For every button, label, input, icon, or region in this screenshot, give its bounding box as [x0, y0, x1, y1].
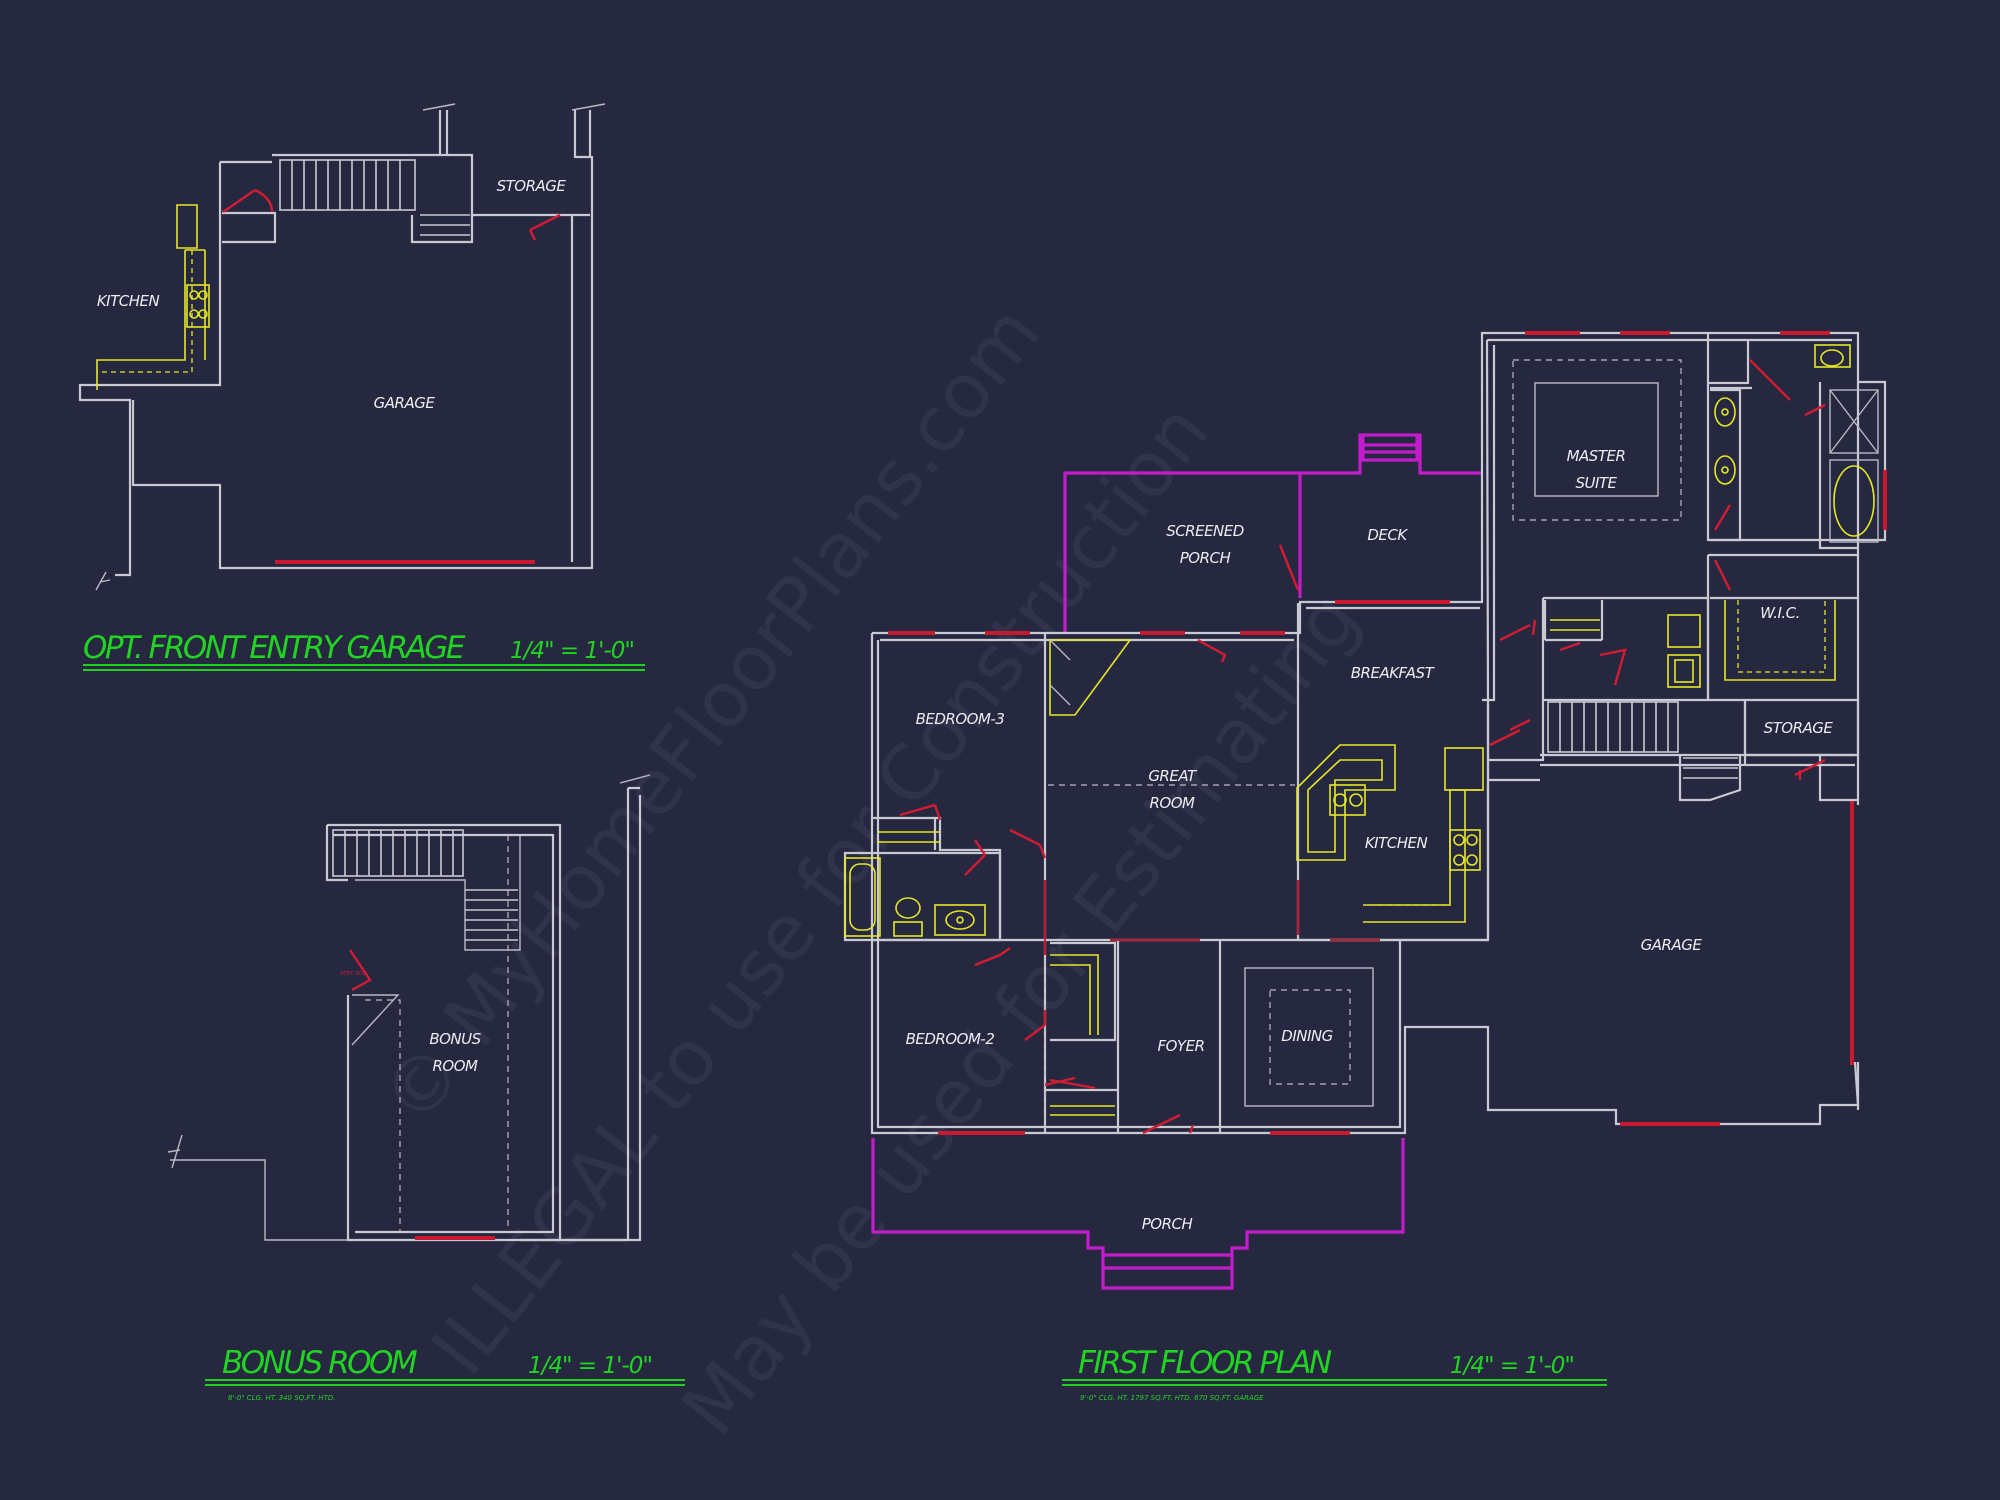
bonus-room-plan: ATTIC ACC. BONUS ROOM BONUS ROOM 1/4" = … [167, 774, 685, 1402]
garage-plan-title: OPT. FRONT ENTRY GARAGE [83, 630, 466, 666]
first-floor-scale: 1/4" = 1'-0" [1450, 1353, 1574, 1379]
first-floor-title: FIRST FLOOR PLAN [1078, 1345, 1332, 1381]
garage-first-floor-label: GARAGE [1641, 936, 1703, 954]
deck-label: DECK [1367, 526, 1408, 544]
first-floor-stairs [1547, 701, 1738, 779]
foyer-label: FOYER [1158, 1037, 1205, 1055]
watermark: © MyHomeFloorPlans.com ILLEGAL to use fo… [364, 289, 1376, 1451]
great-room-label-2: ROOM [1150, 794, 1196, 812]
breakfast-label: BREAKFAST [1351, 664, 1436, 682]
garage-stairs [279, 159, 470, 236]
garage-plan-scale: 1/4" = 1'-0" [510, 638, 634, 664]
kitchen-first-floor-label: KITCHEN [1365, 834, 1428, 852]
first-floor-plan: SCREENED PORCH DECK MASTER SUITE W.I.C. … [843, 331, 1887, 1402]
master-bath-fixtures [1710, 344, 1879, 543]
bonus-label-1: BONUS [429, 1030, 481, 1048]
first-floor-note: 9'-0" CLG. HT. 1797 SQ.FT. HTD. 670 SQ.F… [1080, 1394, 1264, 1402]
garage-option-plan: STORAGE KITCHEN GARAGE OPT. FRONT ENTRY … [78, 103, 645, 671]
kitchen-label: KITCHEN [97, 292, 160, 310]
hall-bath-fixtures [844, 831, 986, 937]
kitchen-fixtures [1296, 744, 1484, 923]
storage-label: STORAGE [497, 177, 567, 195]
bonus-plan-title: BONUS ROOM [222, 1345, 417, 1381]
wic-label: W.I.C. [1760, 604, 1800, 622]
bonus-plan-scale: 1/4" = 1'-0" [528, 1353, 652, 1379]
porch-label: PORCH [1142, 1215, 1193, 1233]
master-suite-label-1: MASTER [1567, 447, 1626, 465]
great-room-label-1: GREAT [1148, 767, 1198, 785]
master-suite-label-2: SUITE [1575, 474, 1617, 492]
door-swings [899, 359, 1826, 1135]
screened-porch-label-2: PORCH [1180, 549, 1231, 567]
bedroom-3-label: BEDROOM-3 [916, 710, 1005, 728]
dining-label: DINING [1281, 1027, 1332, 1045]
attic-access-tag: ATTIC ACC. [340, 971, 368, 977]
garage-label: GARAGE [374, 394, 436, 412]
screened-porch-label-1: SCREENED [1166, 522, 1244, 540]
bonus-plan-note: 8'-0" CLG. HT. 340 SQ.FT. HTD. [228, 1394, 335, 1402]
bedroom-2-label: BEDROOM-2 [906, 1030, 995, 1048]
bonus-label-2: ROOM [433, 1057, 479, 1075]
storage-first-floor-label: STORAGE [1764, 719, 1834, 737]
bonus-stairs [332, 829, 518, 941]
